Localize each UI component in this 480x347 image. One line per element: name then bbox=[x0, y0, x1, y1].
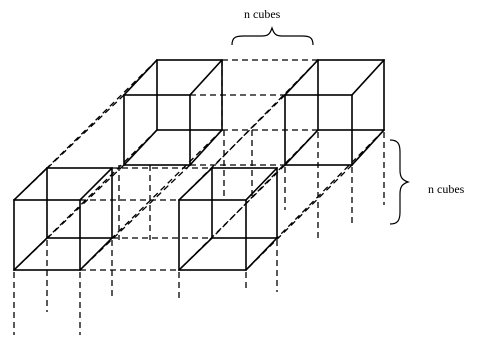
cube-front-right bbox=[177, 166, 279, 272]
top-brace bbox=[231, 26, 314, 46]
right-n-cubes-label: n cubes bbox=[428, 182, 465, 196]
dashed-connections bbox=[13, 59, 385, 335]
right-brace bbox=[389, 139, 410, 225]
cube-front-left bbox=[12, 166, 114, 272]
top-n-cubes-label: n cubes bbox=[244, 7, 281, 21]
cube-back-left bbox=[122, 58, 224, 167]
cube-back-right bbox=[283, 58, 386, 167]
